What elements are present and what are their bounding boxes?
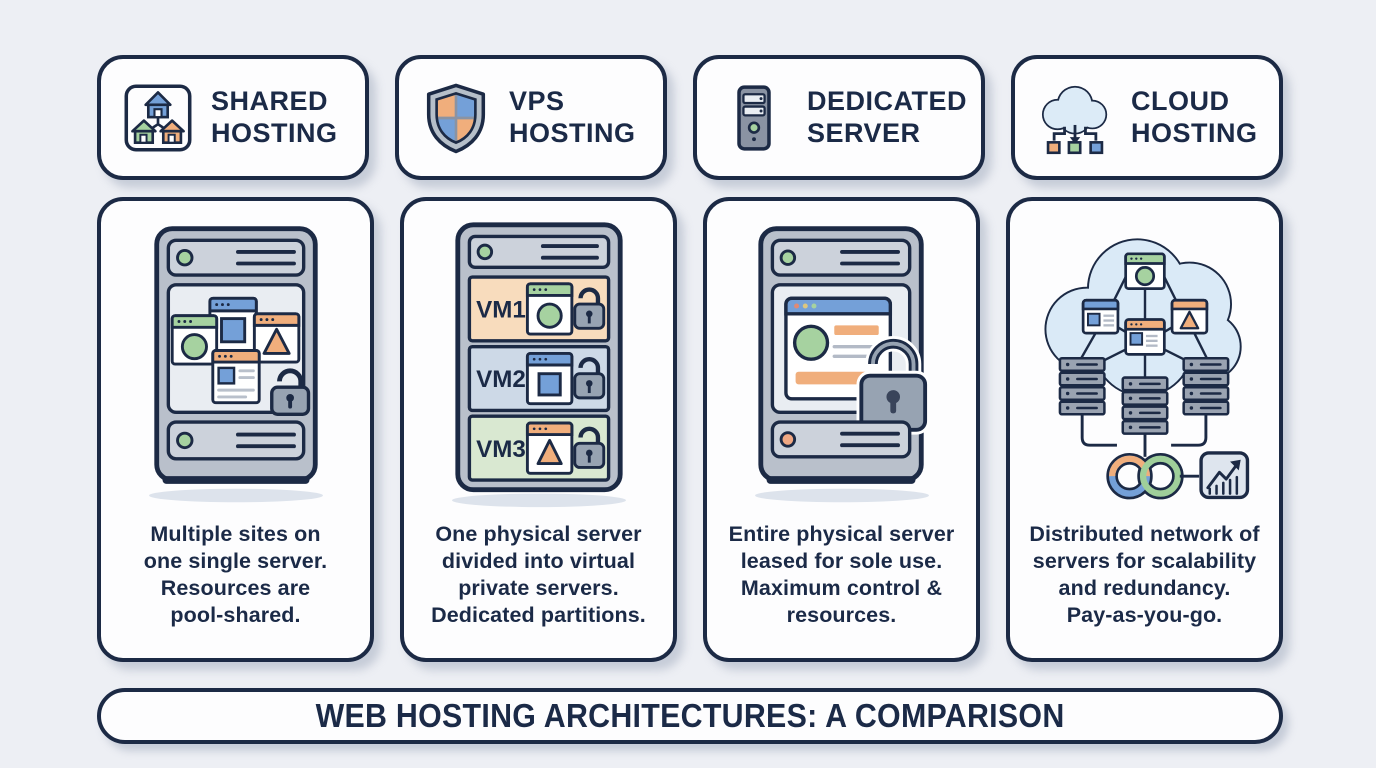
- vm1-partition: VM1: [467, 275, 610, 343]
- growth-chart-icon: [1179, 451, 1249, 500]
- header-card-cloud-hosting: CLOUD HOSTING: [1011, 55, 1283, 180]
- cloud-network-illustration: [1043, 238, 1249, 500]
- title-banner: WEB HOSTING ARCHITECTURES: A COMPARISON: [97, 688, 1283, 744]
- vps-server-illustration: VM1 VM2: [451, 222, 626, 508]
- houses-network-icon: [124, 84, 192, 151]
- site-window-orange-triangle: [1170, 298, 1208, 335]
- header-title-vps-hosting: VPS HOSTING: [508, 86, 636, 148]
- header-card-dedicated-server: DEDICATED SERVER: [692, 55, 985, 180]
- server-tower-icon: [737, 84, 771, 151]
- lock-icon: [572, 426, 605, 469]
- site-window-orange-center: [1123, 318, 1166, 356]
- vm1-label: VM1: [476, 297, 526, 324]
- site-window-green: [1123, 252, 1166, 290]
- down-connectors: [1080, 414, 1207, 457]
- vm2-label: VM2: [476, 366, 526, 393]
- dedicated-server-illustration: [754, 226, 930, 503]
- vm2-partition: VM2: [467, 344, 610, 413]
- description-vps-hosting: One physical server divided into virtual…: [431, 522, 646, 628]
- vm3-partition: VM3: [467, 414, 610, 482]
- vm3-label: VM3: [476, 436, 526, 463]
- site-window-blue: [1081, 298, 1119, 335]
- lock-icon: [572, 287, 605, 330]
- header-title-cloud-hosting: CLOUD HOSTING: [1131, 86, 1258, 148]
- body-row: Multiple sites on one single server. Res…: [97, 197, 1283, 662]
- header-title-shared-hosting: SHARED HOSTING: [211, 86, 338, 148]
- body-card-dedicated-server: Entire physical server leased for sole u…: [703, 197, 980, 662]
- cloud-distribution-icon: [1041, 85, 1108, 154]
- body-card-cloud-hosting: Distributed network of servers for scala…: [1006, 197, 1283, 662]
- description-shared-hosting: Multiple sites on one single server. Res…: [143, 522, 328, 628]
- shared-server-illustration: [148, 226, 323, 503]
- lock-icon: [269, 368, 310, 416]
- header-card-shared-hosting: SHARED HOSTING: [97, 55, 369, 180]
- header-row: SHARED HOSTING VPS HOSTING DE: [97, 55, 1283, 180]
- body-card-vps-hosting: VM1 VM2: [400, 197, 677, 662]
- server-rack-left: [1058, 356, 1106, 416]
- header-card-vps-hosting: VPS HOSTING: [394, 55, 667, 180]
- lock-icon: [856, 336, 930, 435]
- server-rack-center: [1121, 376, 1168, 435]
- infinity-icon: [1105, 452, 1184, 500]
- quartered-shield-icon: [426, 83, 486, 153]
- page-title: WEB HOSTING ARCHITECTURES: A COMPARISON: [315, 697, 1065, 734]
- lock-icon: [572, 357, 605, 400]
- header-title-dedicated-server: DEDICATED SERVER: [806, 86, 967, 148]
- server-rack-right: [1181, 356, 1229, 416]
- description-dedicated-server: Entire physical server leased for sole u…: [728, 522, 955, 628]
- description-cloud-hosting: Distributed network of servers for scala…: [1029, 522, 1260, 628]
- body-card-shared-hosting: Multiple sites on one single server. Res…: [97, 197, 374, 662]
